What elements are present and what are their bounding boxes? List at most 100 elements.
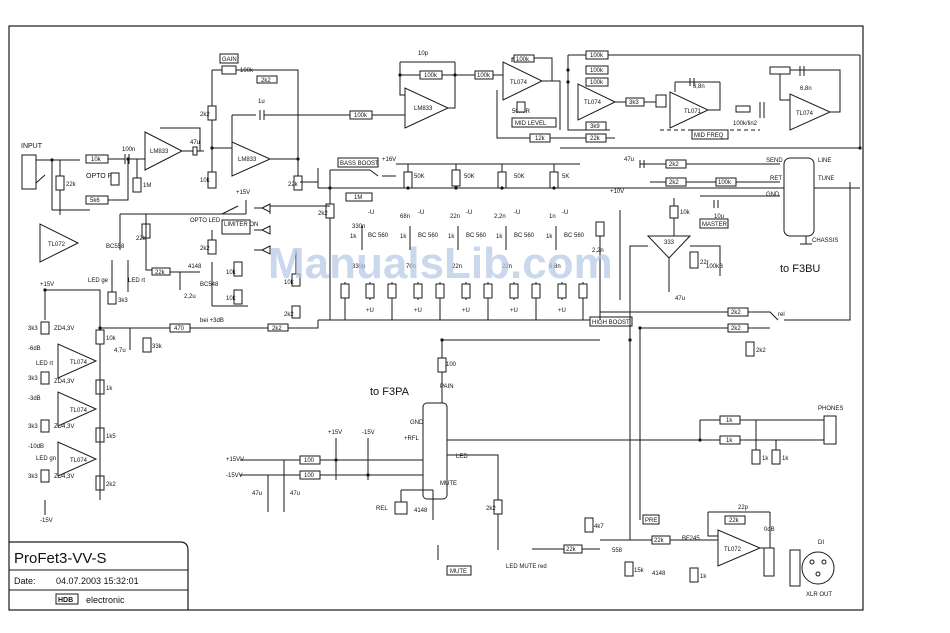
svg-text:TL072: TL072 — [48, 242, 66, 248]
svg-text:100kB: 100kB — [706, 264, 723, 270]
svg-text:LED rt: LED rt — [36, 361, 53, 367]
svg-text:MUTE: MUTE — [450, 569, 467, 575]
mid-level-box — [511, 117, 557, 128]
svg-text:BC 560: BC 560 — [466, 233, 487, 239]
svg-text:10k: 10k — [200, 178, 211, 184]
svg-text:1M: 1M — [354, 195, 362, 201]
svg-text:LM833: LM833 — [414, 106, 433, 112]
svg-text:70n: 70n — [406, 264, 416, 270]
svg-text:LED: LED — [456, 454, 468, 460]
master-section: MASTER 333 47u 22r 100kB 10k 10u 100k 2k… — [560, 147, 860, 357]
svg-text:-U: -U — [368, 210, 374, 216]
svg-text:4148: 4148 — [652, 571, 666, 577]
svg-text:CHASSIS: CHASSIS — [812, 238, 838, 244]
svg-text:-3dB: -3dB — [28, 396, 41, 402]
svg-text:100k: 100k — [354, 113, 368, 119]
svg-text:100: 100 — [446, 362, 457, 368]
svg-text:-15VV: -15VV — [226, 473, 243, 479]
gain-box — [219, 53, 239, 64]
svg-text:22n: 22n — [450, 214, 460, 220]
svg-text:TL074: TL074 — [584, 100, 602, 106]
svg-text:3k3: 3k3 — [28, 326, 38, 332]
svg-text:GAIN: GAIN — [222, 57, 237, 63]
svg-text:1M: 1M — [143, 183, 151, 189]
svg-text:1k: 1k — [700, 574, 707, 580]
svg-text:BC 560: BC 560 — [564, 233, 585, 239]
svg-text:22n: 22n — [502, 264, 512, 270]
svg-text:1k: 1k — [546, 234, 553, 240]
svg-text:22k: 22k — [66, 182, 77, 188]
svg-text:LM833: LM833 — [150, 149, 169, 155]
svg-text:-15V: -15V — [362, 430, 375, 436]
svg-text:100: 100 — [304, 473, 315, 479]
svg-text:1k: 1k — [496, 234, 503, 240]
svg-text:100: 100 — [304, 458, 315, 464]
svg-text:2k2: 2k2 — [318, 211, 328, 217]
mute-box — [446, 565, 472, 576]
svg-text:2k2: 2k2 — [106, 482, 116, 488]
svg-text:-6dB: -6dB — [28, 346, 41, 352]
svg-text:6,8n: 6,8n — [549, 264, 561, 270]
svg-text:PHONES: PHONES — [818, 406, 843, 412]
to-f3pa-label: to F3PA — [370, 386, 410, 398]
svg-text:LM833: LM833 — [238, 157, 257, 163]
svg-text:TL074: TL074 — [70, 408, 88, 414]
watermark: ManualsLib.com — [268, 239, 613, 288]
svg-text:100k: 100k — [590, 53, 604, 59]
svg-text:22k: 22k — [136, 236, 147, 242]
svg-text:47u: 47u — [290, 491, 300, 497]
mid-freq-box — [691, 129, 729, 140]
svg-text:+16V: +16V — [382, 157, 396, 163]
svg-text:+15VV: +15VV — [226, 457, 244, 463]
svg-text:BC 560: BC 560 — [418, 233, 439, 239]
svg-text:ZD4,3V: ZD4,3V — [54, 326, 74, 332]
svg-text:TL074: TL074 — [70, 458, 88, 464]
svg-text:22n: 22n — [452, 264, 462, 270]
gain-section: GAIN 100k 2k2 2k2 10k 22k LM833 1u 100k — [200, 53, 405, 191]
svg-text:100k: 100k — [477, 73, 491, 79]
svg-text:3k3: 3k3 — [118, 298, 128, 304]
svg-text:100k: 100k — [516, 57, 530, 63]
limiter-on-box — [221, 219, 251, 235]
svg-text:2k2: 2k2 — [200, 112, 210, 118]
svg-text:-U: -U — [562, 210, 568, 216]
svg-text:22k: 22k — [288, 182, 299, 188]
svg-text:558: 558 — [612, 548, 623, 554]
svg-text:LED gn: LED gn — [36, 456, 56, 462]
svg-text:22k: 22k — [155, 270, 166, 276]
svg-text:33k: 33k — [152, 344, 163, 350]
svg-text:rel: rel — [778, 312, 785, 318]
svg-text:100k: 100k — [590, 68, 604, 74]
tone-stack: BASS BOOST +16V 1M 2k2 50K 50K 50K 5K 33… — [300, 157, 860, 327]
mid-eq-section: 100k TL074 100k 50kVR MID LEVEL 12k 22k … — [474, 50, 861, 148]
svg-text:22r: 22r — [700, 260, 709, 266]
svg-text:1k: 1k — [782, 456, 789, 462]
svg-text:OPTO LED: OPTO LED — [190, 218, 221, 224]
limiter-section: 22k BC558 LED ge LED rt 3k3 22k 4148 2,2… — [88, 190, 330, 332]
svg-text:LED MUTE red: LED MUTE red — [506, 564, 547, 570]
svg-text:BC558: BC558 — [106, 244, 125, 250]
svg-text:47u: 47u — [190, 140, 200, 146]
svg-text:LED ge: LED ge — [88, 278, 109, 284]
opamp-u3: LM833 10p 100k — [399, 51, 475, 129]
junction-dots — [43, 68, 862, 477]
date-label: Date: — [14, 576, 36, 586]
svg-text:2k2: 2k2 — [486, 506, 496, 512]
svg-text:1k: 1k — [400, 234, 407, 240]
svg-text:-U: -U — [418, 210, 424, 216]
svg-text:100k/lin2: 100k/lin2 — [733, 121, 758, 127]
svg-text:BASS BOOST: BASS BOOST — [340, 161, 379, 167]
svg-text:ZD4,3V: ZD4,3V — [54, 379, 74, 385]
project-title: ProFet3-VV-S — [14, 550, 107, 567]
svg-text:-15V: -15V — [40, 518, 53, 524]
svg-text:100n: 100n — [122, 147, 135, 153]
svg-text:10k: 10k — [91, 157, 102, 163]
svg-text:XLR OUT: XLR OUT — [806, 592, 832, 598]
svg-text:bei +3dB: bei +3dB — [200, 318, 224, 324]
svg-text:10p: 10p — [418, 51, 429, 57]
svg-text:2k2: 2k2 — [669, 162, 679, 168]
svg-text:1k: 1k — [726, 418, 733, 424]
svg-text:+RFL: +RFL — [404, 436, 420, 442]
svg-text:3k3: 3k3 — [28, 474, 38, 480]
svg-text:2k2: 2k2 — [731, 326, 741, 332]
